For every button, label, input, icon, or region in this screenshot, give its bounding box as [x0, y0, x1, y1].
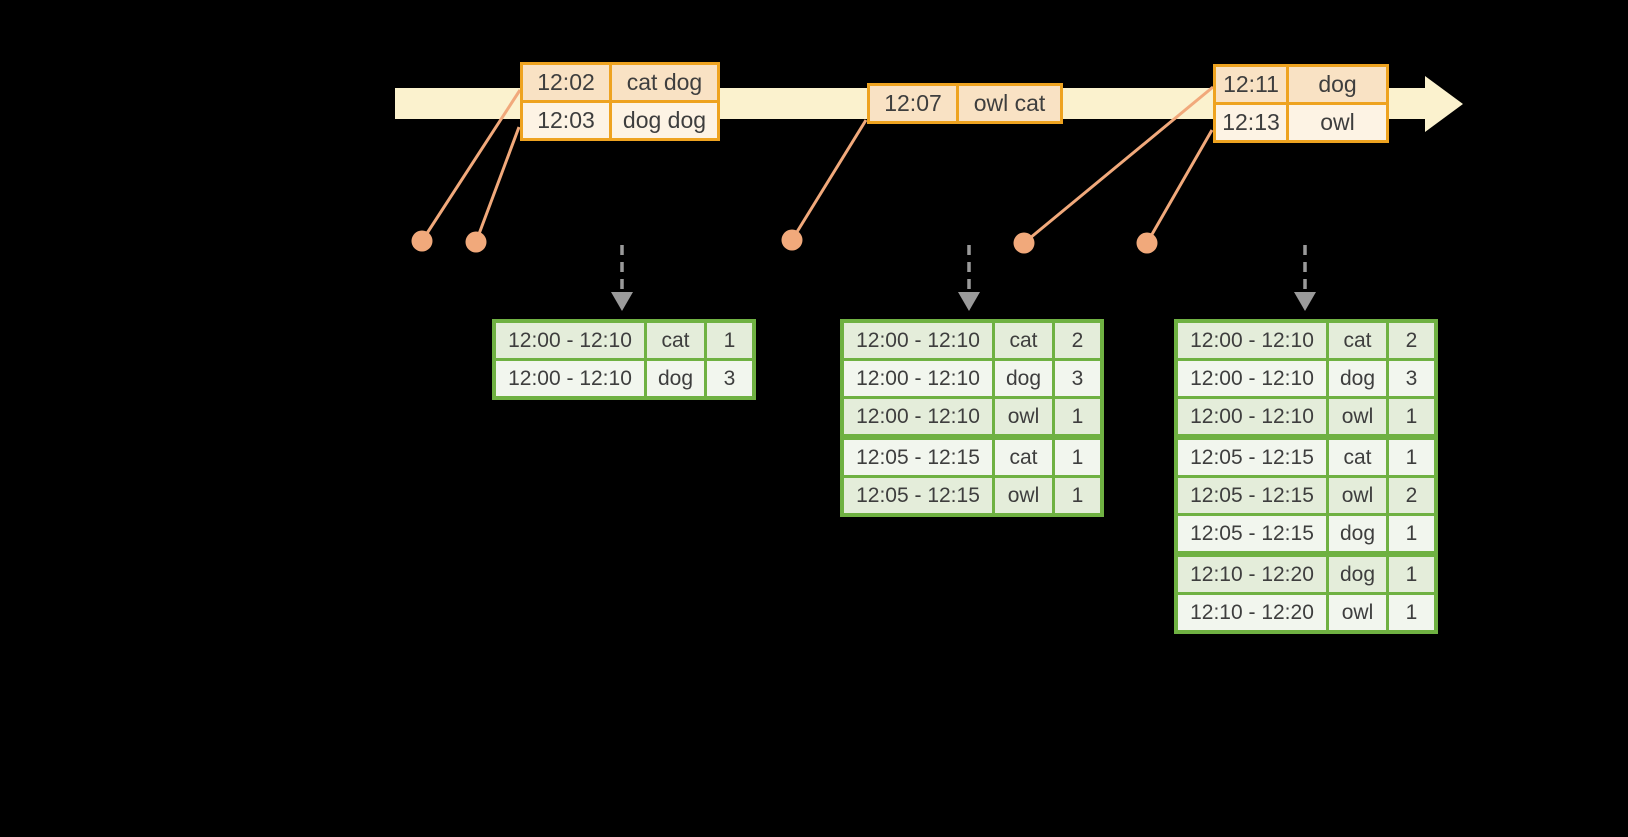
result-count-cell: 3 [1055, 361, 1100, 396]
result-count-cell: 2 [1389, 323, 1434, 358]
event-words-cell: owl [1289, 105, 1386, 140]
event-connector-line [420, 89, 522, 242]
result-word-cell: dog [647, 361, 704, 396]
result-word-cell: owl [1329, 595, 1386, 630]
down-arrow-icon [611, 292, 633, 311]
result-word-cell: owl [1329, 399, 1386, 434]
result-window-cell: 12:10 - 12:20 [1178, 595, 1326, 630]
event-time-cell: 12:03 [523, 103, 609, 138]
result-word-cell: owl [995, 478, 1052, 513]
result-window-cell: 12:00 - 12:10 [844, 323, 992, 358]
timeline-arrowhead-icon [1425, 76, 1463, 132]
event-words-cell: cat dog [612, 65, 717, 100]
result-word-cell: dog [1329, 516, 1386, 551]
event-connector-line [1023, 85, 1214, 245]
down-arrow-icon [1294, 292, 1316, 311]
result-word-cell: cat [995, 440, 1052, 475]
result-window-cell: 12:05 - 12:15 [1178, 440, 1326, 475]
result-window-cell: 12:00 - 12:10 [1178, 399, 1326, 434]
result-word-cell: dog [995, 361, 1052, 396]
event-time-cell: 12:07 [870, 86, 956, 121]
result-window-cell: 12:00 - 12:10 [496, 361, 644, 396]
result-window-cell: 12:05 - 12:15 [1178, 516, 1326, 551]
result-word-cell: cat [1329, 323, 1386, 358]
down-arrow-icon [958, 292, 980, 311]
result-word-cell: cat [647, 323, 704, 358]
result-count-cell: 3 [707, 361, 752, 396]
result-window-cell: 12:05 - 12:15 [844, 478, 992, 513]
result-word-cell: cat [995, 323, 1052, 358]
result-window-cell: 12:00 - 12:10 [844, 361, 992, 396]
result-window-cell: 12:00 - 12:10 [1178, 323, 1326, 358]
result-count-cell: 1 [1055, 440, 1100, 475]
result-count-cell: 2 [1389, 478, 1434, 513]
event-time-cell: 12:02 [523, 65, 609, 100]
result-word-cell: cat [1329, 440, 1386, 475]
result-word-cell: dog [1329, 361, 1386, 396]
event-connector-lines [420, 85, 1214, 245]
event-dot [465, 231, 487, 253]
result-count-cell: 1 [1389, 595, 1434, 630]
trigger-arrows [611, 245, 1316, 311]
result-count-cell: 1 [1055, 478, 1100, 513]
event-dot [411, 230, 433, 252]
event-dot [781, 229, 803, 251]
event-words-cell: dog dog [612, 103, 717, 138]
result-count-cell: 1 [1055, 399, 1100, 434]
result-count-cell: 1 [1389, 399, 1434, 434]
result-window-cell: 12:00 - 12:10 [1178, 361, 1326, 396]
result-word-cell: owl [995, 399, 1052, 434]
result-count-cell: 1 [707, 323, 752, 358]
result-window-cell: 12:00 - 12:10 [496, 323, 644, 358]
event-connector-line [1145, 129, 1214, 244]
result-count-cell: 1 [1389, 440, 1434, 475]
result-word-cell: owl [1329, 478, 1386, 513]
result-count-cell: 1 [1389, 516, 1434, 551]
event-dots [411, 229, 1158, 254]
result-word-cell: dog [1329, 557, 1386, 592]
event-words-cell: dog [1289, 67, 1386, 102]
result-count-cell: 2 [1055, 323, 1100, 358]
result-count-cell: 1 [1389, 557, 1434, 592]
event-words-cell: owl cat [959, 86, 1060, 121]
result-window-cell: 12:00 - 12:10 [844, 399, 992, 434]
event-time-cell: 12:11 [1216, 67, 1286, 102]
event-dot [1013, 232, 1035, 254]
event-time-cell: 12:13 [1216, 105, 1286, 140]
event-connector-line [790, 119, 868, 241]
result-count-cell: 3 [1389, 361, 1434, 396]
event-dot [1136, 232, 1158, 254]
result-window-cell: 12:05 - 12:15 [1178, 478, 1326, 513]
result-window-cell: 12:10 - 12:20 [1178, 557, 1326, 592]
event-connector-line [474, 126, 521, 243]
result-window-cell: 12:05 - 12:15 [844, 440, 992, 475]
